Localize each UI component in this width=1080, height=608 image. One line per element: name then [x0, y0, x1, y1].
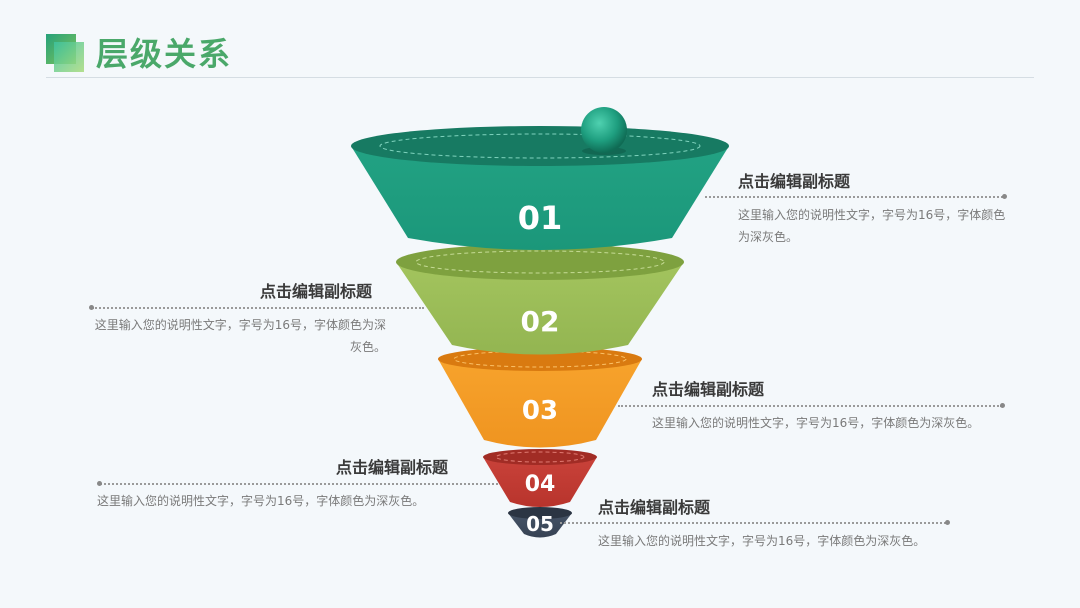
level-1-leader-line [705, 196, 1003, 198]
level-3-number: 03 [522, 396, 558, 426]
level-5-number: 05 [526, 512, 554, 536]
level-2-subtitle: 点击编辑副标题 [260, 282, 373, 301]
level-4-leader-line [100, 483, 498, 485]
level-4-description: 这里输入您的说明性文字，字号为16号，字体颜色为深灰色。 [97, 494, 425, 508]
funnel-level-5: 05 [508, 507, 572, 538]
level-2-description: 这里输入您的说明性文字，字号为16号，字体颜色为深灰色。 [94, 318, 386, 354]
funnel-level-4: 04 [483, 449, 597, 507]
level-3-subtitle: 点击编辑副标题 [652, 380, 765, 399]
page-title: 层级关系 [96, 35, 233, 73]
sphere-icon [581, 107, 627, 153]
funnel-level-2: 02 [396, 244, 684, 355]
level-2-leader-dot [89, 305, 94, 310]
level-1-subtitle: 点击编辑副标题 [738, 172, 851, 191]
funnel-level-3: 03 [438, 347, 642, 448]
level-5-leader-line [560, 522, 946, 524]
title-divider [46, 77, 1034, 78]
level-1-description: 这里输入您的说明性文字，字号为16号，字体颜色为深灰色。 [738, 208, 1006, 244]
title-square-icon [46, 34, 86, 74]
level-1-number: 01 [518, 199, 563, 237]
level-3-leader-line [618, 405, 1002, 407]
level-5-description: 这里输入您的说明性文字，字号为16号，字体颜色为深灰色。 [598, 534, 926, 548]
level-3-leader-dot [1000, 403, 1005, 408]
level-2-leader-line [92, 307, 424, 309]
level-5-leader-dot [945, 520, 950, 525]
funnel-level-1: 01 [351, 126, 729, 250]
level-1-leader-dot [1002, 194, 1007, 199]
level-2-number: 02 [521, 305, 560, 338]
level-4-subtitle: 点击编辑副标题 [336, 458, 449, 477]
level-5-subtitle: 点击编辑副标题 [598, 498, 711, 517]
level-4-number: 04 [525, 472, 556, 497]
level-4-leader-dot [97, 481, 102, 486]
level-3-description: 这里输入您的说明性文字，字号为16号，字体颜色为深灰色。 [652, 416, 980, 430]
